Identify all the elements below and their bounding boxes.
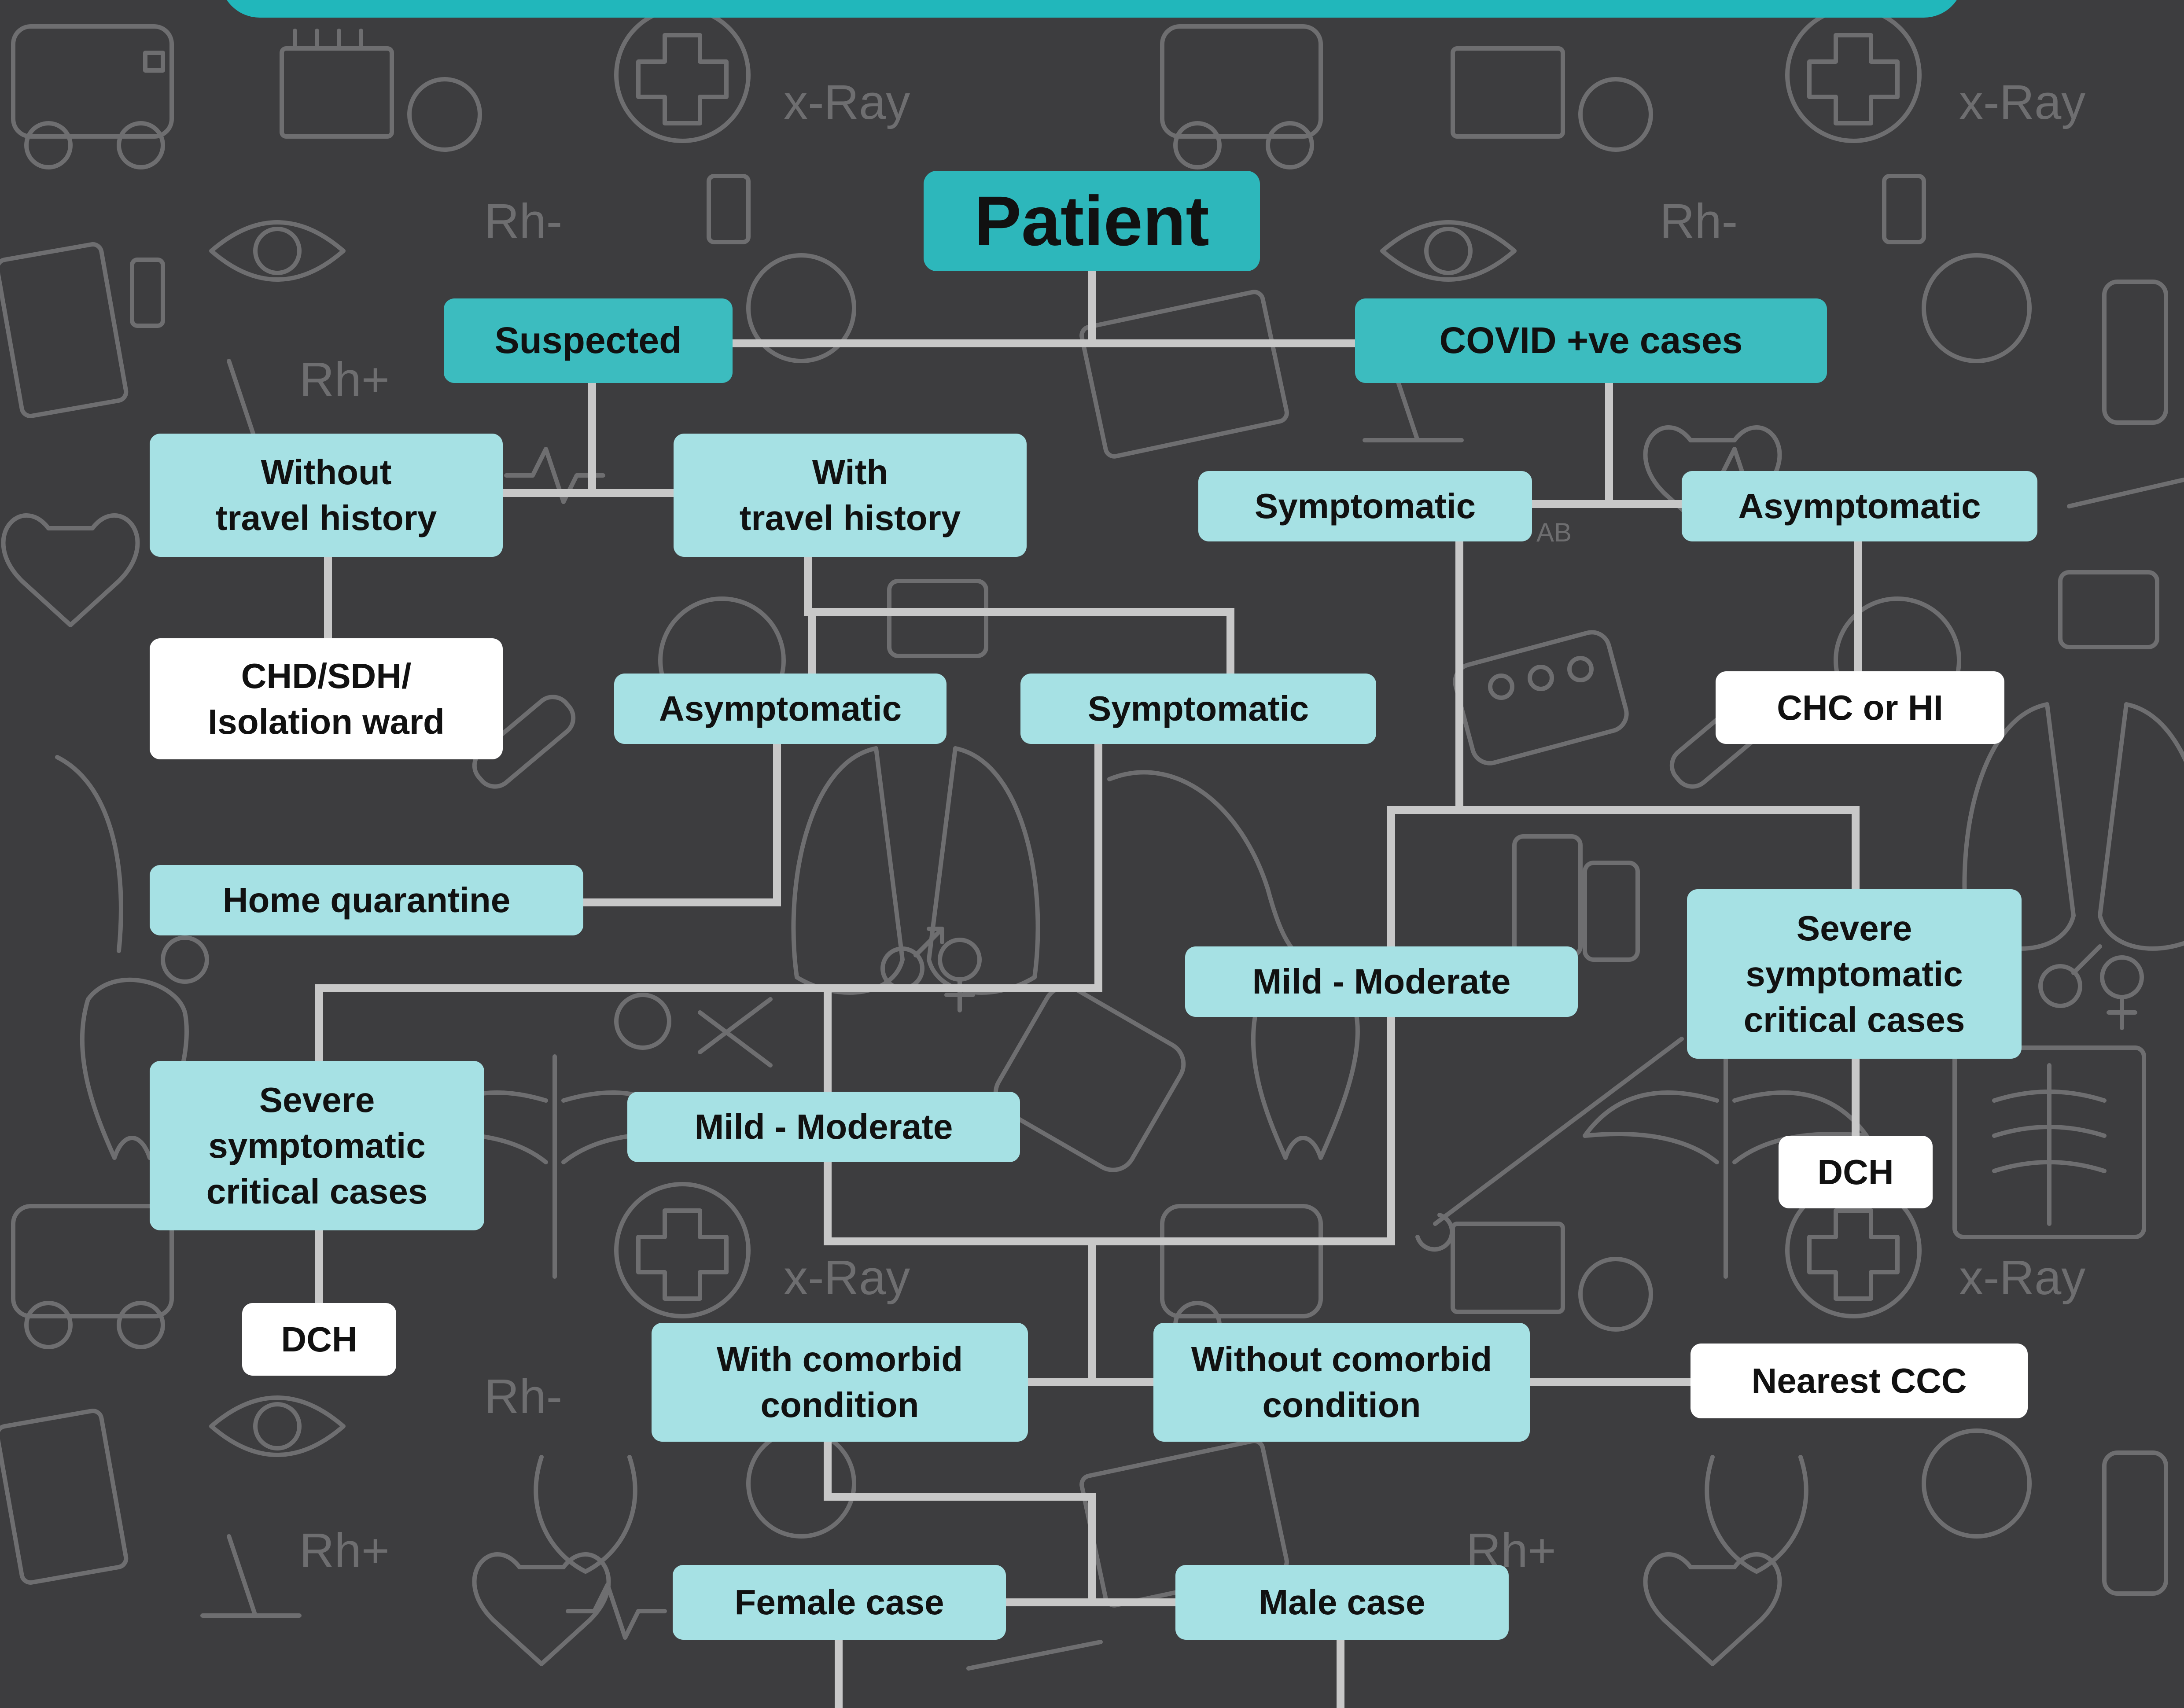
rh-positive-doodle-label: Rh+ (299, 353, 390, 407)
header-banner (220, 0, 1963, 18)
first-aid-kit-icon (2058, 570, 2159, 649)
with-travel-history-node: With travel history (674, 434, 1027, 557)
gender-symbols-icon (2038, 944, 2144, 1030)
rh-positive-doodle-label: Rh+ (299, 1524, 390, 1578)
covid-dch-node: DCH (1779, 1136, 1933, 1208)
with-comorbid-node: With comorbid condition (652, 1323, 1028, 1442)
ambulance-icon (11, 1204, 174, 1349)
heart-icon (472, 1552, 611, 1666)
suspected-mild-moderate-node: Mild - Moderate (627, 1092, 1020, 1162)
suspected-symptomatic-node: Symptomatic (1020, 674, 1376, 744)
suspected-dch-node: DCH (242, 1303, 396, 1376)
nurse-icon (1922, 253, 2032, 363)
covid-symptomatic-node: Symptomatic (1198, 471, 1532, 541)
nurse-icon (1922, 1428, 2032, 1539)
heart-icon (1643, 1552, 1782, 1666)
xray-doodle-label: x-Ray (1959, 1251, 2085, 1305)
patient-node: Patient (924, 171, 1260, 271)
bottle-icon (1583, 861, 1640, 962)
isolation-ward-node: CHD/SDH/ Isolation ward (150, 638, 503, 759)
ambulance-icon (1160, 24, 1323, 169)
covid-asymptomatic-node: Asymptomatic (1682, 471, 2037, 541)
thermometer-icon (1415, 1037, 1684, 1252)
test-tubes-icon (1451, 1222, 1653, 1332)
heart-icon (1, 513, 140, 627)
hands-icon (534, 1455, 637, 1574)
pill-pack-icon (993, 985, 1186, 1172)
medical-cross-icon (614, 1182, 751, 1318)
microscope-icon (200, 1534, 302, 1618)
stethoscope-icon (55, 755, 123, 953)
bottle-icon (2102, 280, 2168, 425)
nearest-ccc-node: Nearest CCC (1690, 1344, 2028, 1418)
xray-doodle-label: x-Ray (784, 1251, 910, 1305)
first-aid-kit-icon (887, 579, 988, 658)
heartbeat-icon (566, 1583, 667, 1640)
clipboard-icon (1079, 290, 1289, 459)
clipboard-icon (0, 242, 129, 418)
nurse-icon (746, 253, 856, 363)
bottle-icon (707, 174, 751, 244)
without-travel-history-node: Without travel history (150, 434, 503, 557)
rh-negative-doodle-label: Rh- (484, 194, 562, 248)
test-tubes-icon (280, 29, 482, 152)
magnifier-icon (614, 993, 671, 1050)
caduceus-icon (1583, 1054, 1869, 1279)
covid-severe-critical-node: Severe symptomatic critical cases (1687, 889, 2022, 1059)
test-tubes-icon (1451, 46, 1653, 152)
rh-negative-doodle-label: Rh- (484, 1369, 562, 1424)
covid-positive-node: COVID +ve cases (1355, 298, 1827, 383)
syringe-icon (966, 478, 2184, 1671)
ambulance-icon (11, 24, 174, 169)
eye-icon (1380, 220, 1517, 282)
eye-icon (209, 1395, 346, 1457)
chc-or-hi-node: CHC or HI (1716, 671, 2004, 744)
female-case-node: Female case (673, 1565, 1006, 1640)
blood-group-doodle-label: AB (1536, 518, 1572, 547)
xray-ribcage-icon (1952, 1045, 2146, 1239)
eye-icon (209, 220, 346, 282)
stethoscope-icon (161, 935, 209, 984)
heartbeat-icon (504, 447, 605, 504)
covid-mild-moderate-node: Mild - Moderate (1185, 946, 1578, 1017)
bandage-icon (472, 695, 576, 789)
xray-doodle-label: x-Ray (784, 75, 910, 129)
hands-icon (1705, 1455, 1808, 1574)
bottle-icon (1882, 174, 1926, 244)
bottle-icon (130, 258, 165, 328)
home-quarantine-node: Home quarantine (150, 865, 583, 935)
xray-doodle-label: x-Ray (1959, 75, 2085, 129)
suspected-severe-critical-node: Severe symptomatic critical cases (150, 1061, 484, 1230)
scissors-icon (698, 997, 773, 1068)
male-case-node: Male case (1175, 1565, 1509, 1640)
without-comorbid-node: Without comorbid condition (1153, 1323, 1530, 1442)
pill-pack-icon (1453, 630, 1629, 766)
clipboard-icon (0, 1409, 129, 1585)
bottle-icon (2102, 1450, 2168, 1596)
suspected-node: Suspected (444, 298, 733, 383)
rh-negative-doodle-label: Rh- (1660, 194, 1738, 248)
gender-symbols-icon (880, 927, 982, 1012)
suspected-asymptomatic-node: Asymptomatic (614, 674, 947, 744)
